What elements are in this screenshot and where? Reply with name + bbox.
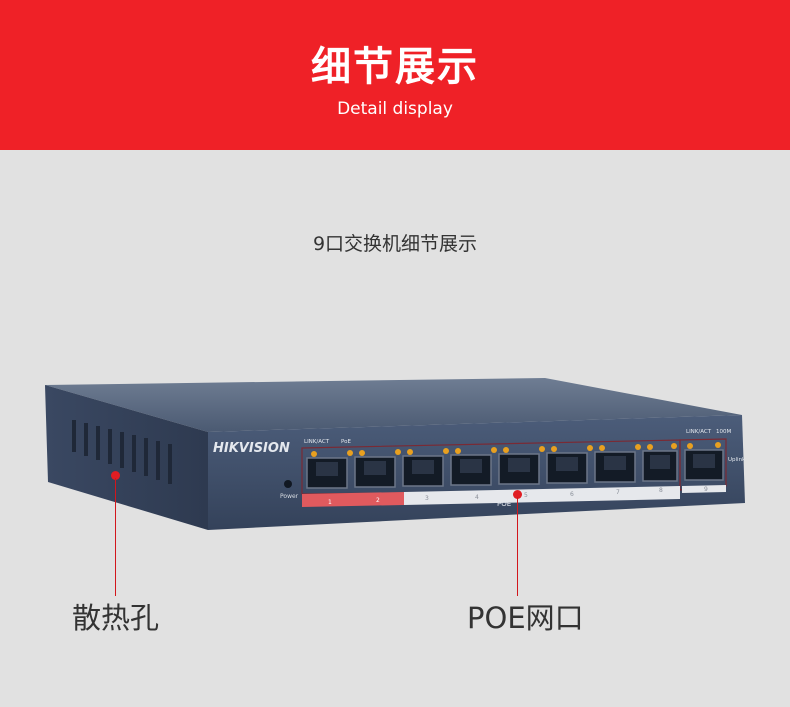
ethernet-port: 6 [546,445,593,498]
vent-slot [132,435,136,472]
port-number: 3 [425,495,429,502]
vent-slot [144,438,148,476]
port-number: 5 [524,492,528,499]
poe-group-label: POE [497,500,511,508]
vent-slot [108,429,112,464]
vents-callout-label: 散热孔 [72,601,160,635]
poe-callout-label: POE网口 [467,601,584,635]
brand-logo: HIKVISION [213,441,290,456]
port-number: 4 [475,494,479,501]
uplink-port: 9 [684,442,724,493]
ethernet-port: 7 [594,444,641,496]
ethernet-port: 1 [306,450,353,506]
vent-slot [72,420,76,452]
port-number: 8 [659,487,663,494]
ethernet-ports: 1 2 3 4 5 6 [306,442,724,506]
vents-callout-line [115,478,116,596]
ethernet-port: 8 [642,443,678,494]
vent-slot [156,441,160,480]
switch-side-panel [45,385,208,530]
switch-top-panel [45,378,742,432]
vents-callout-dot [111,471,120,480]
poe-callout-line [517,497,518,596]
port-number-strip-white [404,486,680,505]
product-caption: 9口交换机细节展示 [312,233,478,255]
ethernet-port: 2 [354,449,401,504]
port-number-strip-red [302,492,404,507]
uplink-link-act-label: LINK/ACT [686,429,712,435]
vent-slot [84,423,88,456]
page-title: 细节展示 [311,44,479,90]
port-number: 6 [570,491,574,498]
page-subtitle: Detail display [337,99,453,119]
port-number: 7 [616,489,620,496]
ethernet-port: 3 [402,448,449,502]
vent-slot [120,432,124,468]
port-number: 2 [376,497,380,504]
ethernet-port: 4 [450,447,497,501]
speed-label: 100M [716,429,731,435]
poe-callout-dot [513,490,522,499]
vent-slot [168,444,172,484]
ethernet-port: 5 [498,446,545,499]
poe-indicator-label: PoE [341,439,351,445]
link-act-label: LINK/ACT [304,439,330,445]
vent-slots [72,420,172,484]
power-led [284,480,292,488]
port-number: 1 [328,499,332,506]
vent-slot [96,426,100,460]
power-label: Power [280,493,299,500]
uplink-label: Uplink [728,457,746,463]
port-number: 9 [704,486,708,493]
header-banner [0,0,790,150]
uplink-number-strip [682,485,726,493]
